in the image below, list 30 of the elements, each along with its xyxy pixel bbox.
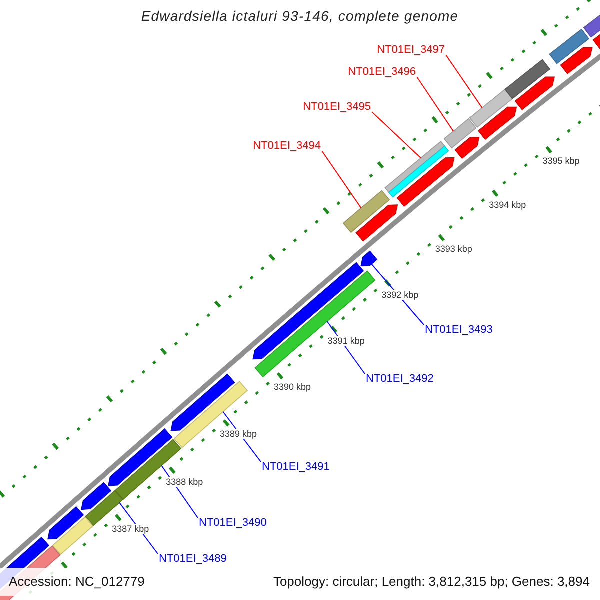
gene-label: NT01EI_3496 [348, 66, 416, 78]
gene-label: NT01EI_3489 [159, 553, 227, 565]
leader-line [372, 112, 422, 159]
category-bar [384, 141, 450, 198]
gene-label: NT01EI_3495 [303, 101, 371, 113]
gene-label: NT01EI_3497 [377, 44, 445, 56]
scale-label: 3395 kbp [542, 156, 581, 166]
category-bar [469, 88, 514, 128]
scale-label: 3390 kbp [272, 382, 312, 392]
leader-line [322, 150, 362, 209]
genome-info-text: Topology: circular; Length: 3,812,315 bp; Genes: 3,894 [273, 574, 590, 590]
scale-label: 3388 kbp [165, 476, 204, 487]
category-bar [85, 490, 124, 526]
gene-label: NT01EI_3491 [262, 461, 330, 473]
gene-label: NT01EI_3493 [425, 324, 493, 336]
gene-label: NT01EI_3490 [199, 517, 267, 529]
scale-label: 3387 kbp [111, 524, 150, 534]
scale-label: 3392 kbp [380, 290, 420, 300]
gene-label: NT01EI_3492 [366, 373, 434, 385]
leader-line [446, 54, 483, 108]
gene-label: NT01EI_3494 [253, 140, 321, 152]
category-bar [342, 190, 390, 234]
leader-line [416, 76, 454, 132]
category-bar [360, 250, 378, 267]
title: Edwardsiella ictaluri 93-146, complete genome [140, 10, 460, 22]
category-bar [444, 118, 477, 149]
scale-label: 3394 kbp [488, 200, 528, 210]
scale-label: 3389 kbp [219, 429, 258, 440]
scale-label: 3391 kbp [326, 336, 366, 346]
scale-label: 3393 kbp [434, 244, 474, 254]
